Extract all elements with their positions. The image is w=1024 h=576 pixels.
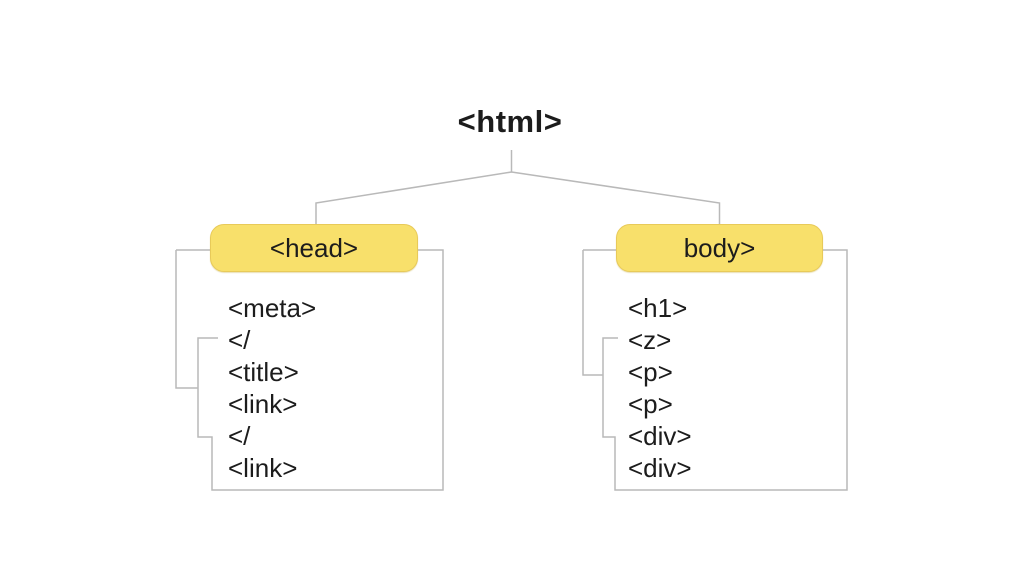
tag-item: <h1>	[628, 293, 688, 323]
root-node-label: <html>	[457, 104, 563, 139]
tag-item: <div>	[628, 421, 692, 451]
body-children-list: <h1> <z> <p> <p> <div> <div>	[628, 292, 692, 484]
body-node-label: body>	[683, 232, 756, 263]
body-children-outer-edge	[582, 250, 603, 376]
tag-item: <div>	[628, 453, 692, 483]
tag-item: </	[228, 421, 251, 451]
head-node-label: <head>	[269, 232, 359, 263]
tag-item: <p>	[628, 357, 673, 387]
tag-item: <title>	[228, 357, 299, 387]
body-node: body>	[616, 224, 823, 272]
root-to-head-connector	[315, 150, 513, 226]
tag-item: <p>	[628, 389, 673, 419]
root-to-body-connector	[511, 171, 721, 226]
tag-item: <link>	[228, 389, 298, 419]
tag-item: <link>	[228, 453, 298, 483]
head-node: <head>	[210, 224, 418, 272]
tag-item: <z>	[628, 325, 672, 355]
body-children-outline	[583, 249, 848, 491]
head-children-outline	[176, 249, 444, 491]
tag-item: <meta>	[228, 293, 317, 323]
head-children-outer-edge	[175, 250, 198, 389]
tag-item: </	[228, 325, 251, 355]
head-children-list: <meta> </ <title> <link> </ <link>	[228, 292, 316, 484]
